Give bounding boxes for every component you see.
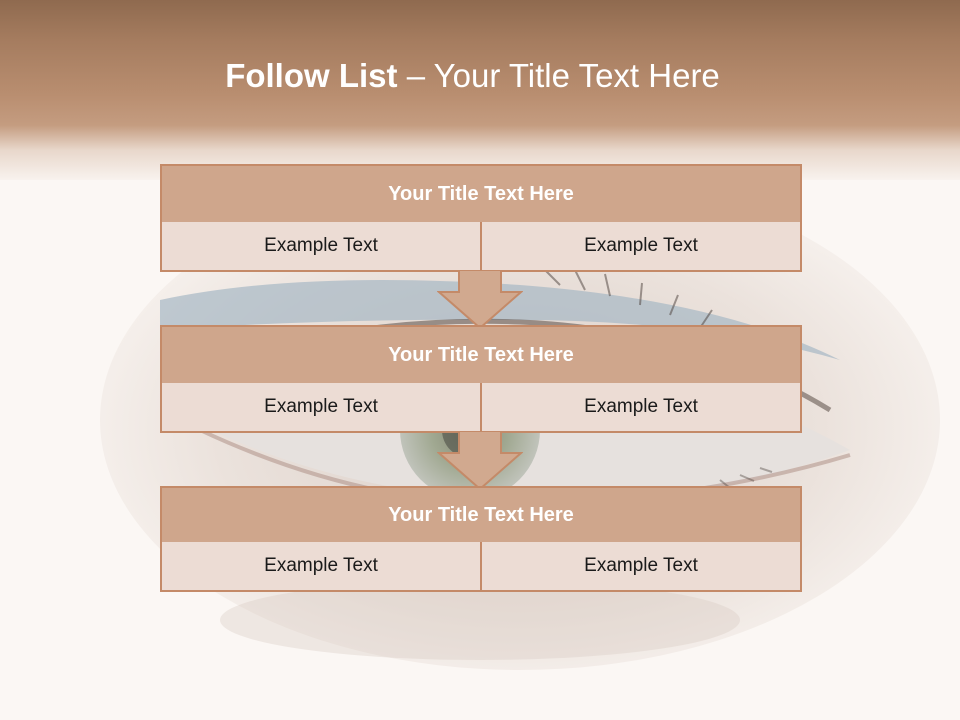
- step-cell-right-2: Example Text: [480, 383, 800, 431]
- step-title-2: Your Title Text Here: [160, 325, 802, 385]
- step-cell-left-2: Example Text: [162, 383, 480, 431]
- step-row-1: Example Text Example Text: [160, 222, 802, 272]
- step-cell-left-3: Example Text: [162, 542, 480, 590]
- step-row-3: Example Text Example Text: [160, 542, 802, 592]
- step-title-3: Your Title Text Here: [160, 486, 802, 544]
- step-cell-left-1: Example Text: [162, 222, 480, 270]
- down-arrow-icon: [437, 431, 523, 491]
- slide-title-rest: – Your Title Text Here: [397, 57, 720, 94]
- step-title-1: Your Title Text Here: [160, 164, 802, 224]
- slide-title: Follow List – Your Title Text Here: [0, 52, 945, 100]
- step-cell-right-1: Example Text: [480, 222, 800, 270]
- step-row-2: Example Text Example Text: [160, 383, 802, 433]
- down-arrow-icon: [437, 270, 523, 330]
- step-cell-right-3: Example Text: [480, 542, 800, 590]
- header-band: [0, 0, 960, 180]
- slide-title-bold: Follow List: [225, 57, 398, 94]
